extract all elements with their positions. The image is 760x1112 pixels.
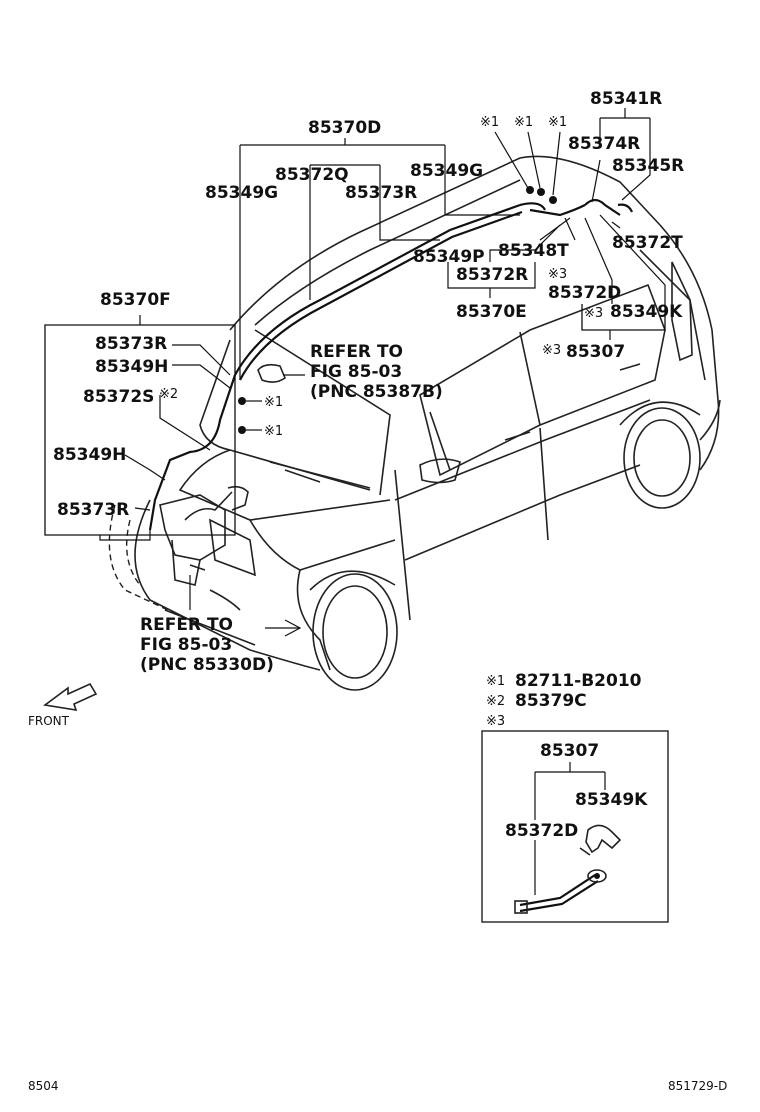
note-mark-3: ※3: [542, 343, 561, 358]
note-mark-3: ※3: [584, 306, 603, 321]
washer-hoses: [148, 186, 634, 586]
part-label-85349P: 85349P: [413, 247, 485, 267]
vehicle-outline: [108, 155, 721, 691]
front-label: FRONT: [28, 714, 70, 728]
part-label-85370F: 85370F: [100, 290, 171, 310]
clip-icon: [537, 188, 545, 196]
part-label-85372D: 85372D: [548, 283, 621, 303]
inset-detail: 85307 85349K 85372D: [481, 730, 669, 923]
note-mark-2: ※2: [159, 387, 178, 402]
part-label-85349H-bottom: 85349H: [53, 445, 126, 465]
clip-icon: [238, 426, 246, 434]
washer-tank: [159, 494, 226, 561]
front-nozzle: [257, 363, 286, 383]
part-label-85370D: 85370D: [308, 118, 381, 138]
note-mark-1: ※1: [264, 395, 283, 410]
part-label-85372S: 85372S: [83, 387, 154, 407]
part-label-85372Q: 85372Q: [275, 165, 349, 185]
part-label-85307: 85307: [566, 342, 625, 362]
part-label-85372R: 85372R: [456, 265, 528, 285]
clip-icon: [549, 196, 557, 204]
note-mark-1: ※1: [514, 115, 533, 130]
part-label-85348T: 85348T: [498, 241, 569, 261]
part-label-85349K: 85349K: [610, 302, 683, 322]
note-mark-3: ※3: [548, 267, 567, 282]
inset-part-85372D: 85372D: [505, 821, 578, 841]
footer-page-code: 8504: [28, 1079, 59, 1093]
part-label-85374R: 85374R: [568, 134, 640, 154]
part-label-85373R-top: 85373R: [345, 183, 417, 203]
refer-top: REFER TO FIG 85-03 (PNC 85387B): [310, 342, 443, 402]
legend-part-1: 82711-B2010: [515, 671, 642, 691]
note-mark-1: ※1: [264, 424, 283, 439]
legend-part-2: 85379C: [515, 691, 587, 711]
refer-bottom: REFER TO FIG 85-03 (PNC 85330D): [140, 615, 274, 675]
refer-top-line2: FIG 85-03: [310, 362, 402, 382]
refer-top-line1: REFER TO: [310, 342, 403, 362]
inset-part-85349K: 85349K: [575, 790, 648, 810]
part-labels: 85341R 85370D 85374R 85345R 85349G 85372…: [53, 89, 684, 520]
legend-mark-1: ※1: [486, 674, 505, 689]
notes-legend: ※1 82711-B2010 ※2 85379C ※3: [486, 671, 642, 729]
refer-bottom-line2: FIG 85-03: [140, 635, 232, 655]
part-label-85373R-bottom: 85373R: [57, 500, 129, 520]
inset-title: 85307: [540, 741, 599, 761]
note-marks: ※1 ※1 ※1 ※3 ※3 ※3 ※2 ※1 ※1: [159, 115, 603, 439]
footer: 8504 851729-D: [28, 1079, 727, 1093]
refer-bottom-line1: REFER TO: [140, 615, 233, 635]
note-mark-1: ※1: [548, 115, 567, 130]
front-direction: FRONT: [28, 682, 98, 728]
refer-bottom-line3: (PNC 85330D): [140, 655, 274, 675]
clip-icon: [238, 397, 246, 405]
elbow-fitting-icon: [585, 824, 622, 854]
note-mark-1: ※1: [480, 115, 499, 130]
leader-lines: [44, 108, 666, 637]
part-label-85341R: 85341R: [590, 89, 662, 109]
part-label-85349H-top: 85349H: [95, 357, 168, 377]
footer-figure-code: 851729-D: [668, 1079, 727, 1093]
grommet-icon: [587, 869, 607, 883]
part-label-85345R: 85345R: [612, 156, 684, 176]
part-label-85372T: 85372T: [612, 233, 683, 253]
legend-mark-2: ※2: [486, 694, 505, 709]
refer-top-line3: (PNC 85387B): [310, 382, 443, 402]
part-label-85349G-left: 85349G: [205, 183, 278, 203]
front-arrow-icon: [42, 682, 98, 712]
part-label-85370E: 85370E: [456, 302, 527, 322]
legend-mark-3: ※3: [486, 714, 505, 729]
part-label-85349G-right: 85349G: [410, 161, 483, 181]
part-label-85373R-box: 85373R: [95, 334, 167, 354]
